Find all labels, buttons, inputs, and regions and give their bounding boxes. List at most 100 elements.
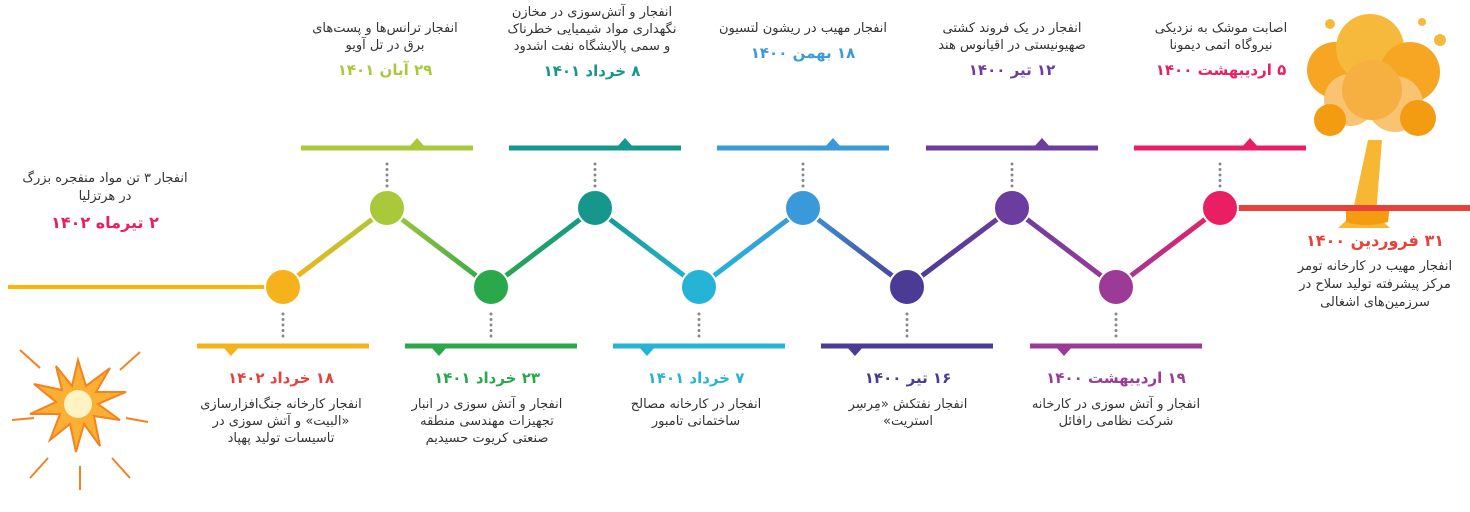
connector-dot — [697, 323, 701, 327]
event-bar — [405, 343, 577, 349]
connector-dot — [801, 184, 805, 188]
event-pointer — [824, 138, 842, 148]
timeline-segment — [801, 206, 909, 289]
connector-dot — [801, 179, 805, 182]
timeline-segment — [697, 206, 805, 289]
timeline-segment — [281, 206, 389, 289]
connector-dot — [385, 173, 389, 177]
event-bar — [821, 343, 993, 349]
connector-dot — [1218, 179, 1222, 182]
explosion-burst-icon — [11, 349, 149, 490]
connector-dot — [1114, 323, 1118, 327]
event-date: ۱۲ تیر ۱۴۰۰ — [968, 61, 1056, 79]
connector-dot — [801, 162, 805, 166]
event-bar — [197, 343, 369, 349]
timeline-segment — [1114, 206, 1222, 289]
event-label: انفجار در یک فروند کشتی صهیونیستی در اقی… — [927, 20, 1097, 80]
connector-dot — [905, 329, 909, 332]
event-pointer — [430, 346, 448, 356]
connector-dot — [1114, 334, 1118, 338]
connector-dot — [281, 323, 285, 327]
event-description: انفجار کارخانه جنگ‌افزارسازی «البیت» و آ… — [200, 397, 362, 446]
connector-dot — [801, 173, 805, 177]
event-pointer — [638, 346, 656, 356]
timeline-segment — [385, 206, 493, 289]
start-date: ۳۱ فروردین ۱۴۰۰ — [1306, 231, 1444, 250]
event-pointer — [1055, 346, 1073, 356]
connector-dot — [281, 334, 285, 338]
event-node — [680, 268, 718, 306]
connector-dot — [1218, 184, 1222, 188]
event-node — [888, 268, 926, 306]
event-label: ۷ خرداد ۱۴۰۱ انفجار در کارخانه مصالح ساخ… — [611, 368, 781, 430]
event-description: انفجار نفتکش «مِرسِر استریت» — [848, 397, 968, 429]
event-label: ۱۶ تیر ۱۴۰۰ انفجار نفتکش «مِرسِر استریت» — [823, 368, 993, 430]
connector-dot — [385, 162, 389, 166]
event-node — [472, 268, 510, 306]
connector-dot — [1218, 173, 1222, 177]
event-pointer — [408, 138, 426, 148]
connector-dot — [1114, 318, 1118, 321]
event-pointer — [222, 346, 240, 356]
connector-dot — [489, 334, 493, 338]
event-label: انفجار و آتش‌سوزی در مخازن نگهداری مواد … — [507, 4, 677, 81]
connector-dot — [489, 329, 493, 332]
connector-dot — [905, 312, 909, 316]
connector-dot — [697, 334, 701, 338]
connector-dot — [1010, 168, 1014, 171]
event-node — [264, 268, 302, 306]
event-description: انفجار و آتش سوزی در انبار تجهیزات مهندس… — [411, 397, 563, 446]
end-date: ۲ تیرماه ۱۴۰۲ — [51, 213, 159, 232]
event-label: ۲۳ خرداد ۱۴۰۱ انفجار و آتش سوزی در انبار… — [402, 368, 572, 447]
connector-dot — [385, 179, 389, 182]
event-label: ۱۹ اردیبهشت ۱۴۰۰ انفجار و آتش سوزی در کا… — [1031, 368, 1201, 430]
connector-dot — [697, 329, 701, 332]
event-bar — [717, 145, 889, 151]
timeline-start: ۳۱ فروردین ۱۴۰۰ انفجار مهیب در کارخانه ت… — [1290, 230, 1460, 312]
event-description: انفجار ترانس‌ها و پست‌های برق در تل آویو — [312, 21, 458, 53]
connector-dot — [489, 318, 493, 321]
event-bar — [301, 145, 473, 151]
event-date: ۱۹ اردیبهشت ۱۴۰۰ — [1046, 369, 1186, 387]
timeline-segment — [905, 206, 1014, 289]
event-bar — [1134, 145, 1306, 151]
event-bar — [1030, 343, 1202, 349]
connector-dot — [385, 168, 389, 171]
event-description: انفجار و آتش سوزی در کارخانه شرکت نظامی … — [1031, 397, 1201, 429]
connector-dot — [1010, 184, 1014, 188]
event-date: ۷ خرداد ۱۴۰۱ — [647, 369, 745, 387]
event-date: ۲۳ خرداد ۱۴۰۱ — [433, 369, 541, 387]
event-pointer — [1241, 138, 1259, 148]
timeline-end: انفجار ۳ تن مواد منفجره بزرگ در هرتزلیا … — [20, 170, 190, 234]
event-date: ۱۸ بهمن ۱۴۰۰ — [750, 44, 856, 62]
connector-dot — [801, 168, 805, 171]
event-description: اصابت موشک به نزدیکی نیروگاه اتمی دیمونا — [1154, 21, 1288, 53]
connector-dot — [489, 323, 493, 327]
connector-dot — [281, 318, 285, 321]
connector-dot — [905, 323, 909, 327]
connector-dot — [593, 184, 597, 188]
event-date: ۱۶ تیر ۱۴۰۰ — [864, 369, 952, 387]
event-date: ۱۸ خرداد ۱۴۰۲ — [227, 369, 335, 387]
connector-dot — [1218, 162, 1222, 166]
event-bar — [613, 343, 785, 349]
connector-dot — [905, 334, 909, 338]
connector-dot — [281, 329, 285, 332]
connector-dot — [1114, 312, 1118, 316]
event-description: انفجار مهیب در ریشون لتسیون — [718, 21, 888, 36]
connector-dot — [1114, 329, 1118, 332]
event-label: ۱۸ خرداد ۱۴۰۲ انفجار کارخانه جنگ‌افزارسا… — [196, 368, 366, 447]
event-pointer — [616, 138, 634, 148]
event-description: انفجار و آتش‌سوزی در مخازن نگهداری مواد … — [507, 5, 677, 54]
event-node — [576, 189, 614, 227]
event-date: ۵ اردیبهشت ۱۴۰۰ — [1155, 61, 1287, 79]
timeline-segment — [1010, 206, 1118, 289]
event-description: انفجار در یک فروند کشتی صهیونیستی در اقی… — [938, 21, 1086, 53]
end-description: انفجار ۳ تن مواد منفجره بزرگ در هرتزلیا — [22, 171, 188, 204]
timeline-segment — [489, 206, 597, 289]
event-label: انفجار ترانس‌ها و پست‌های برق در تل آویو… — [300, 20, 470, 80]
event-date: ۲۹ آبان ۱۴۰۱ — [337, 61, 433, 79]
event-node — [784, 189, 822, 227]
event-node — [993, 189, 1031, 227]
